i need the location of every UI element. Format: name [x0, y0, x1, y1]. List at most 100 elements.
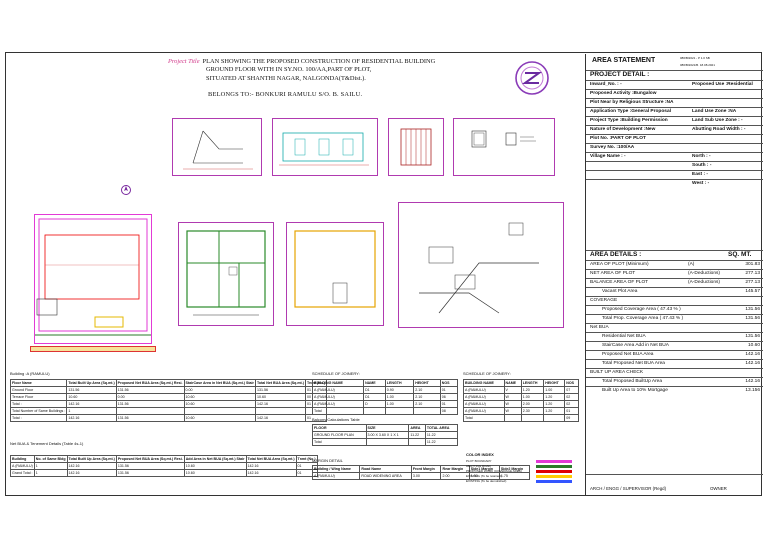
area-detail-value: 142.16: [745, 379, 760, 384]
color-swatch: [536, 475, 572, 478]
joinery2-cell: A (RAMULU): [463, 400, 505, 408]
project-title-label: Project Title: [168, 58, 200, 65]
joinery2-cell: 1.20: [543, 400, 566, 408]
floor-cell: 0.00: [115, 393, 185, 401]
margin-cell: 1.75: [498, 472, 531, 480]
area-detail-label: AREA OF PLOT (Minimum): [590, 262, 649, 267]
joinery1-cell: A (RAMULU): [311, 400, 365, 408]
project-detail-row: Plot No. :PART OF PLOT: [586, 134, 763, 143]
floor-cell: 131.56: [66, 386, 117, 394]
area-detail-value: 131.56: [745, 307, 760, 312]
tenement-cell: 131.56: [115, 469, 185, 477]
joinery2-cell: Total: [463, 414, 505, 422]
balcony-header-cell: FLOOR: [312, 424, 367, 432]
project-detail-right: Proposed Use :Residential: [692, 82, 753, 87]
floor-cell: 131.56: [115, 414, 185, 422]
floor-cell: 142.16: [254, 400, 306, 408]
area-detail-value: 142.16: [745, 352, 760, 357]
area-detail-label: Total Proposed BuiltUp Area: [602, 379, 662, 384]
floor-cell: 10.60: [254, 393, 306, 401]
floor-cell: [183, 407, 256, 415]
road-strip: [30, 346, 156, 352]
joinery2-header-cell: LENGTH: [520, 379, 545, 387]
project-detail-right: North : -: [692, 154, 711, 159]
floor-header-cell: Total Net BUA Area (Sq.mt.): [254, 379, 306, 387]
balcony-cell: 11.22: [408, 431, 426, 439]
area-details-heading: AREA DETAILS :: [590, 251, 642, 258]
project-detail-row: Plot Near by Religious Structure :NA: [586, 98, 763, 107]
joinery1-cell: 1.00: [384, 393, 415, 401]
floor-cell: Terrace Floor: [9, 393, 68, 401]
floor-header-cell: Floor Name: [9, 379, 68, 387]
floor-cell: 10.60: [183, 414, 256, 422]
area-detail-label: COVERAGE: [590, 298, 618, 303]
area-detail-row: BUILT UP AREA CHECK: [586, 368, 763, 377]
color-swatch: [536, 480, 572, 483]
joinery1-header-cell: NAME: [363, 379, 386, 387]
floor-cell: 01: [304, 414, 327, 422]
area-detail-note: [686, 288, 726, 296]
color-index-row: PROPOSED WORK (COVERAGE AREA): [466, 469, 578, 474]
area-detail-value: 301.83: [745, 262, 760, 267]
project-detail-left: Plot No. :PART OF PLOT: [590, 136, 646, 141]
joinery2-cell: W: [503, 400, 522, 408]
tenement-header-cell: Total Built Up Area (Sq.mt.): [66, 455, 117, 463]
project-detail-left: Nature of Development :New: [590, 127, 656, 132]
ref-1: 086/B/2021 - P 1.0 SB: [680, 56, 710, 60]
project-detail-right: West : -: [692, 181, 710, 186]
project-detail-heading: PROJECT DETAIL :: [590, 71, 650, 78]
tenement-cell: 142.16: [66, 462, 117, 470]
project-detail-right: [690, 135, 763, 143]
joinery2-header-cell: NOS: [564, 379, 579, 387]
margin-label: MARGIN DETAIL: [312, 458, 343, 463]
floor-cell: [254, 407, 306, 415]
tenement-header-cell: Tnmt (No.): [295, 455, 318, 463]
joinery2-cell: W: [503, 407, 522, 415]
area-detail-label: BALANCE AREA OF PLOT: [590, 280, 649, 285]
project-detail-right: [690, 90, 763, 98]
joinery2-cell: 1.20: [543, 393, 566, 401]
project-detail-row: Proposed Activity :Bungalow: [586, 89, 763, 98]
tenement-label: Net BUA & Tenement Details (Table 4s-1): [10, 441, 84, 446]
project-detail-right: Land Sub Use Zone : -: [692, 118, 743, 123]
area-detail-note: [686, 306, 726, 314]
area-detail-value: 131.56: [745, 316, 760, 321]
area-detail-label: Net BUA: [590, 325, 609, 330]
project-detail-row: East : -: [586, 170, 763, 179]
terrace-floor-plan: [286, 222, 384, 326]
area-statement-heading: AREA STATEMENT: [592, 57, 656, 64]
area-detail-value: [726, 369, 763, 377]
site-plan: [34, 214, 152, 344]
project-detail-left: [588, 171, 688, 179]
floor-cell: 142.16: [254, 414, 306, 422]
area-detail-value: 13.156: [745, 388, 760, 393]
joinery1-cell: Total: [311, 407, 365, 415]
tenement-cell: 10.60: [183, 462, 247, 470]
project-detail-row: West : -: [586, 179, 763, 188]
area-detail-note: [686, 360, 726, 368]
area-detail-note: [686, 378, 726, 386]
floor-cell: Total :: [9, 400, 68, 408]
title-line-3: SITUATED AT SHANTHI NAGAR, NALGONDA(T&Di…: [206, 74, 366, 82]
sign-arch: ARCH / ENGG / SUPERVISOR (Regd): [590, 486, 667, 491]
joinery2-cell: A (RAMULU): [463, 407, 505, 415]
color-index-row: EXISTING (To be demolished): [466, 479, 578, 484]
joinery1-header-cell: NOS: [439, 379, 459, 387]
